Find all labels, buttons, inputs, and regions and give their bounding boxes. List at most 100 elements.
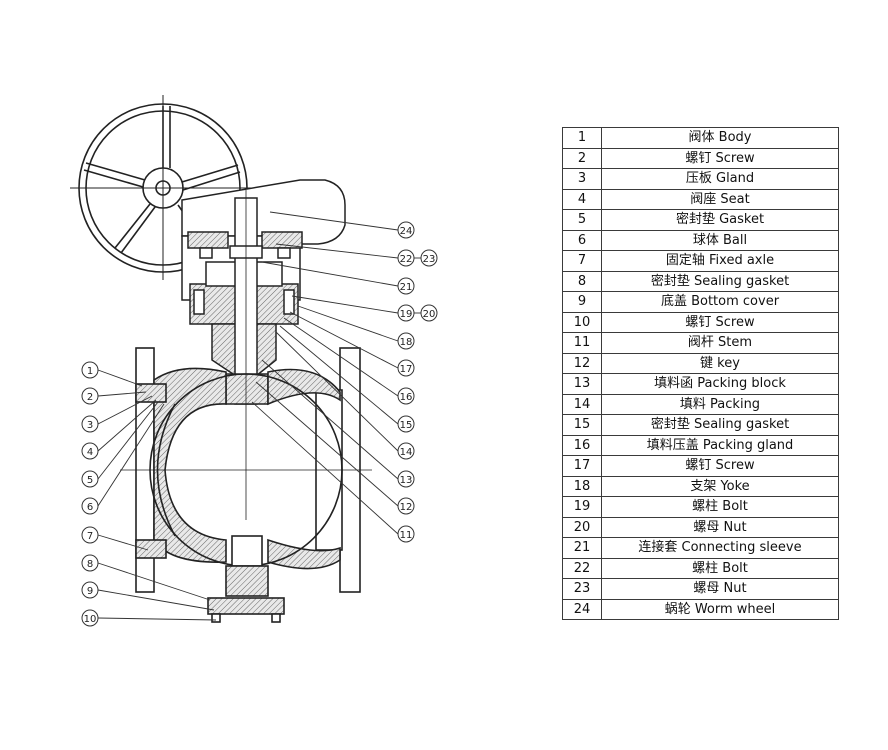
part-number: 16	[562, 434, 602, 456]
part-number: 20	[562, 516, 602, 538]
callout-label-18: 18	[400, 337, 413, 348]
leaders-right	[251, 211, 399, 535]
part-number: 5	[562, 209, 602, 231]
part-number: 24	[562, 598, 602, 620]
callout-label-8: 8	[87, 559, 93, 570]
part-name: 阀座 Seat	[601, 188, 839, 210]
callout-14	[397, 442, 415, 460]
part-name: 支架 Yoke	[601, 475, 839, 497]
callout-5	[81, 470, 99, 488]
callout-label-22: 22	[400, 254, 413, 265]
callout-label-12: 12	[400, 502, 413, 513]
callout-label-11: 11	[400, 530, 413, 541]
part-number: 2	[562, 147, 602, 169]
callout-1	[81, 361, 99, 379]
callout-18	[397, 332, 415, 350]
callout-label-5: 5	[87, 475, 93, 486]
callout-4	[81, 442, 99, 460]
callout-11	[397, 525, 415, 543]
callout-9	[81, 581, 99, 599]
part-number: 15	[562, 414, 602, 436]
callout-label-3: 3	[87, 420, 93, 431]
part-name: 连接套 Connecting sleeve	[601, 537, 839, 559]
part-name: 填料函 Packing block	[601, 373, 839, 395]
callout-label-13: 13	[400, 475, 413, 486]
part-name: 螺柱 Bolt	[601, 496, 839, 518]
callout-24	[397, 221, 415, 239]
part-number: 14	[562, 393, 602, 415]
part-name: 螺钉 Screw	[601, 455, 839, 477]
part-name: 填料 Packing	[601, 393, 839, 415]
part-number: 11	[562, 332, 602, 354]
callout-label-6: 6	[87, 502, 93, 513]
part-number: 21	[562, 537, 602, 559]
callout-17	[397, 359, 415, 377]
part-name: 密封垫 Sealing gasket	[601, 414, 839, 436]
part-number: 17	[562, 455, 602, 477]
part-name: 填料压盖 Packing gland	[601, 434, 839, 456]
part-name: 螺母 Nut	[601, 578, 839, 600]
part-name: 阀体 Body	[601, 127, 839, 149]
callout-12	[397, 497, 415, 515]
callout-2	[81, 387, 99, 405]
callout-label-1: 1	[87, 366, 93, 377]
callout-label-20: 20	[423, 309, 436, 320]
part-name: 密封垫 Gasket	[601, 209, 839, 231]
callout-label-15: 15	[400, 420, 413, 431]
part-number: 8	[562, 270, 602, 292]
callout-8	[81, 554, 99, 572]
part-number: 1	[562, 127, 602, 149]
callout-label-2: 2	[87, 392, 93, 403]
callout-10	[81, 609, 99, 627]
callout-13	[397, 470, 415, 488]
callouts-left	[81, 361, 99, 627]
part-number: 4	[562, 188, 602, 210]
part-number: 13	[562, 373, 602, 395]
part-name: 螺柱 Bolt	[601, 557, 839, 579]
callout-label-16: 16	[400, 392, 413, 403]
callout-15	[397, 415, 415, 433]
part-number: 12	[562, 352, 602, 374]
callout-label-17: 17	[400, 364, 413, 375]
part-number: 3	[562, 168, 602, 190]
callouts-right	[397, 221, 438, 543]
part-name: 底盖 Bottom cover	[601, 291, 839, 313]
callout-label-4: 4	[87, 447, 93, 458]
callout-21	[397, 277, 415, 295]
callout-label-19: 19	[400, 309, 413, 320]
part-name: 阀杆 Stem	[601, 332, 839, 354]
callout-label-24: 24	[400, 226, 413, 237]
leaders-left	[97, 369, 217, 621]
part-name: 螺钉 Screw	[601, 147, 839, 169]
callout-3	[81, 415, 99, 433]
part-number: 9	[562, 291, 602, 313]
part-number: 22	[562, 557, 602, 579]
part-number: 10	[562, 311, 602, 333]
part-name: 密封垫 Sealing gasket	[601, 270, 839, 292]
callout-label-10: 10	[84, 614, 97, 625]
